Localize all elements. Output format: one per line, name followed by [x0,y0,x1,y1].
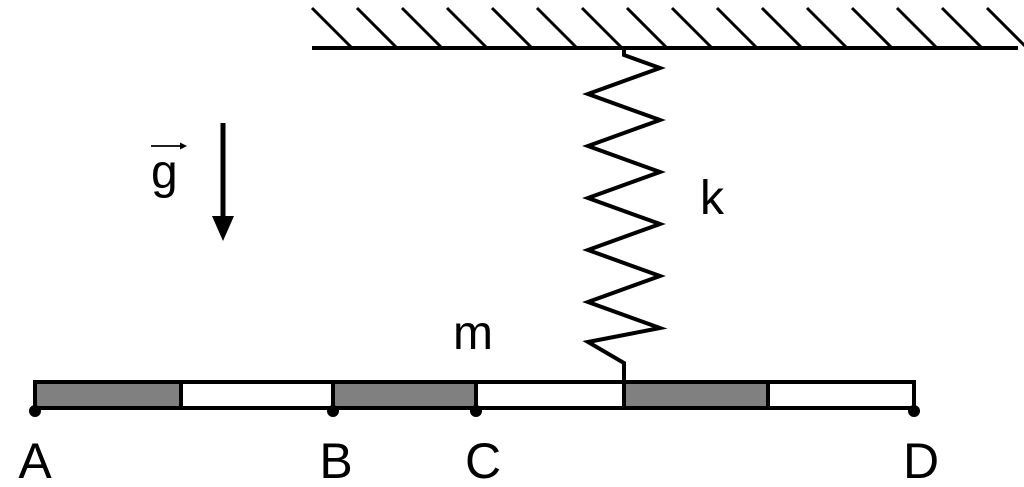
points: A B C D [18,405,939,487]
ceiling-hatch-line [715,6,759,50]
point-a-dot [29,405,41,417]
spring [582,48,668,382]
rod-segment-1 [35,382,181,408]
rod-segment-6 [768,382,914,408]
ceiling-hatch-line [760,6,804,50]
vector-arrowhead-icon [180,142,187,150]
mass-label: m [453,307,493,360]
spring-constant-label: k [700,172,725,225]
ceiling-hatch-line [805,6,849,50]
point-c-dot [470,405,482,417]
ceiling-hatch-line [400,6,444,50]
gravity-vector: g [151,123,234,241]
ceiling [310,6,1024,50]
ceiling-hatch-line [670,6,714,50]
point-c-label: C [465,433,501,487]
point-d-dot [908,405,920,417]
ceiling-hatch-line [940,6,984,50]
rod-segment-2 [181,382,333,408]
ceiling-hatching-icon [310,6,1024,50]
rod-segment-4 [476,382,624,408]
ceiling-hatch-line [445,6,489,50]
point-d-label: D [903,433,939,487]
ceiling-hatch-line [490,6,534,50]
point-b-dot [327,405,339,417]
ceiling-hatch-line [850,6,894,50]
ceiling-hatch-line [310,6,354,50]
ceiling-hatch-line [985,6,1024,48]
gravity-label: g [151,146,178,199]
point-b-label: B [319,433,352,487]
down-arrow-icon [212,216,234,241]
rod-segment-5 [624,382,768,408]
rod-segment-3 [333,382,476,408]
ceiling-hatch-line [535,6,579,50]
zigzag-spring-icon [582,48,668,382]
ceiling-hatch-line [895,6,939,50]
ceiling-hatch-line [625,6,669,50]
ceiling-hatch-line [580,6,624,50]
point-a-label: A [18,433,52,487]
rod [33,380,916,410]
ceiling-hatch-line [355,6,399,50]
